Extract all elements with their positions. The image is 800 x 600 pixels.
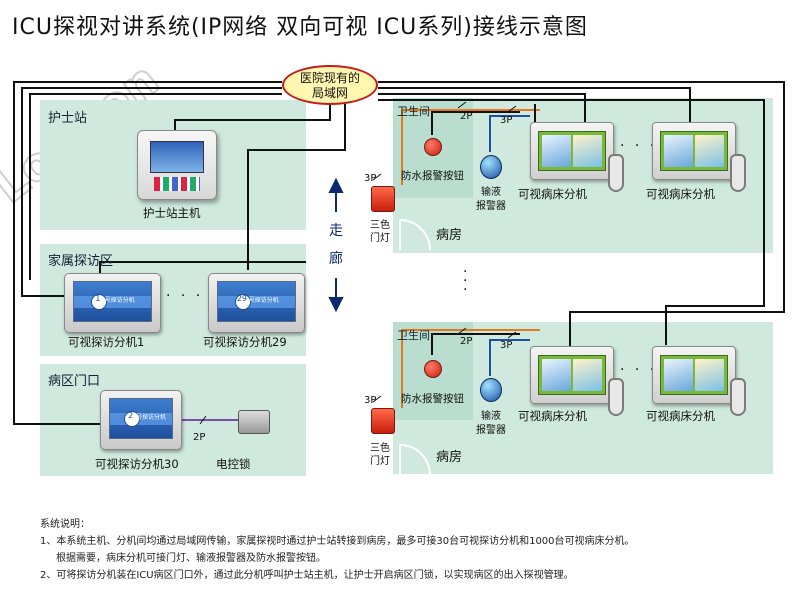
- ward-1-infusion-label-2: 报警器: [476, 201, 506, 212]
- visit-terminal-1: 1 号探访分机: [64, 273, 161, 333]
- ward-2-button-label: 防水报警按钮: [401, 393, 464, 405]
- family-area-label: 家属探访区: [48, 254, 114, 269]
- visit-terminal-29-label: 可视探访分机29: [203, 335, 287, 349]
- ward-1-wire-button: 2P: [460, 111, 473, 122]
- ward-2-bed-terminal-last: [652, 346, 736, 404]
- ward-1-button-label: 防水报警按钮: [401, 170, 464, 182]
- ward-1-bed-terminal-first: [530, 122, 614, 180]
- nurse-station-host-label: 护士站主机: [143, 206, 201, 220]
- visit-terminal-29: 29 号探访分机: [208, 273, 305, 333]
- ward-2-infusion-alarm-icon: [480, 378, 502, 402]
- ward-2-handset-last-icon: [730, 378, 746, 416]
- ward-2-ellipsis: · · ·: [620, 362, 658, 378]
- hospital-lan-label: 医院现有的 局域网: [282, 65, 378, 105]
- ward-2-door-lamp-icon: [371, 408, 395, 434]
- corridor-char-1: 走: [329, 223, 343, 239]
- notes-heading: 系统说明：: [40, 519, 90, 530]
- visit-terminal-30: 2 号探访分机: [100, 390, 182, 450]
- ward-1-bathroom-label: 卫生间: [397, 105, 430, 118]
- visit-terminal-30-label: 可视探访分机30: [95, 457, 179, 471]
- ward-1-waterproof-alarm-button-icon: [424, 138, 442, 156]
- ward-1-handset-last-icon: [730, 154, 746, 192]
- ward-1-door-lamp-icon: [371, 186, 395, 212]
- nurse-station-label: 护士站: [48, 111, 88, 126]
- corridor-char-2: 廊: [329, 251, 343, 267]
- ward-2-lamp-label-1: 三色: [370, 443, 390, 454]
- ellipsis-wards: ···: [463, 264, 468, 298]
- page-title: ICU探视对讲系统(IP网络 双向可视 ICU系列)接线示意图: [12, 15, 588, 40]
- ward-2-waterproof-alarm-button-icon: [424, 360, 442, 378]
- system-notes: 系统说明： 1、本系统主机、分机间均通过局域网传输，家属探视时通过护士站转接到病…: [40, 516, 785, 584]
- ward-2-bed-terminal-first: [530, 346, 614, 404]
- notes-line-1: 1、本系统主机、分机间均通过局域网传输，家属探视时通过护士站转接到病房，最多可接…: [40, 536, 635, 547]
- ward-1-wire-infusion: 3P: [500, 115, 513, 126]
- ward-1-infusion-label-1: 输液: [481, 187, 501, 198]
- ward-2-wire-infusion: 3P: [500, 340, 513, 351]
- ward-1-bed-first-label: 可视病床分机: [518, 187, 587, 201]
- ward-2-wire-lamp: 3P: [364, 395, 377, 406]
- ward-2-handset-first-icon: [608, 378, 624, 416]
- ward-1-infusion-alarm-icon: [480, 155, 502, 179]
- ward-entrance-label: 病区门口: [48, 374, 101, 389]
- ward-2-bed-first-label: 可视病床分机: [518, 409, 587, 423]
- ellipsis-family: · · ·: [166, 288, 204, 304]
- notes-line-3: 2、可将探访分机装在ICU病区门口外，通过此分机呼叫护士站主机，让护士开启病区门…: [40, 570, 574, 581]
- electric-lock-label: 电控锁: [216, 457, 251, 471]
- ward-1-wire-lamp: 3P: [364, 173, 377, 184]
- ward-1-room-label: 病房: [436, 228, 463, 243]
- nurse-station-host: [137, 130, 217, 200]
- ward-2-lamp-label-2: 门灯: [370, 456, 390, 467]
- ward-1-ellipsis: · · ·: [620, 138, 658, 154]
- ward-1-lamp-label-1: 三色: [370, 220, 390, 231]
- ward-1-lamp-label-2: 门灯: [370, 233, 390, 244]
- ward-2-wire-button: 2P: [460, 336, 473, 347]
- lock-wire-label: 2P: [193, 432, 206, 443]
- ward-2-bathroom-label: 卫生间: [397, 329, 430, 342]
- electric-lock-icon: [238, 410, 270, 434]
- visit-terminal-1-label: 可视探访分机1: [68, 335, 145, 349]
- ward-2-infusion-label-2: 报警器: [476, 425, 506, 436]
- ward-2-bed-last-label: 可视病床分机: [646, 409, 715, 423]
- ward-2-infusion-label-1: 输液: [481, 411, 501, 422]
- ward-1-bed-terminal-last: [652, 122, 736, 180]
- notes-line-2: 根据需要，病床分机可接门灯、输液报警器及防水报警按钮。: [56, 553, 326, 564]
- ward-1-handset-first-icon: [608, 154, 624, 192]
- ward-2-room-label: 病房: [436, 450, 463, 465]
- ward-1-bed-last-label: 可视病床分机: [646, 187, 715, 201]
